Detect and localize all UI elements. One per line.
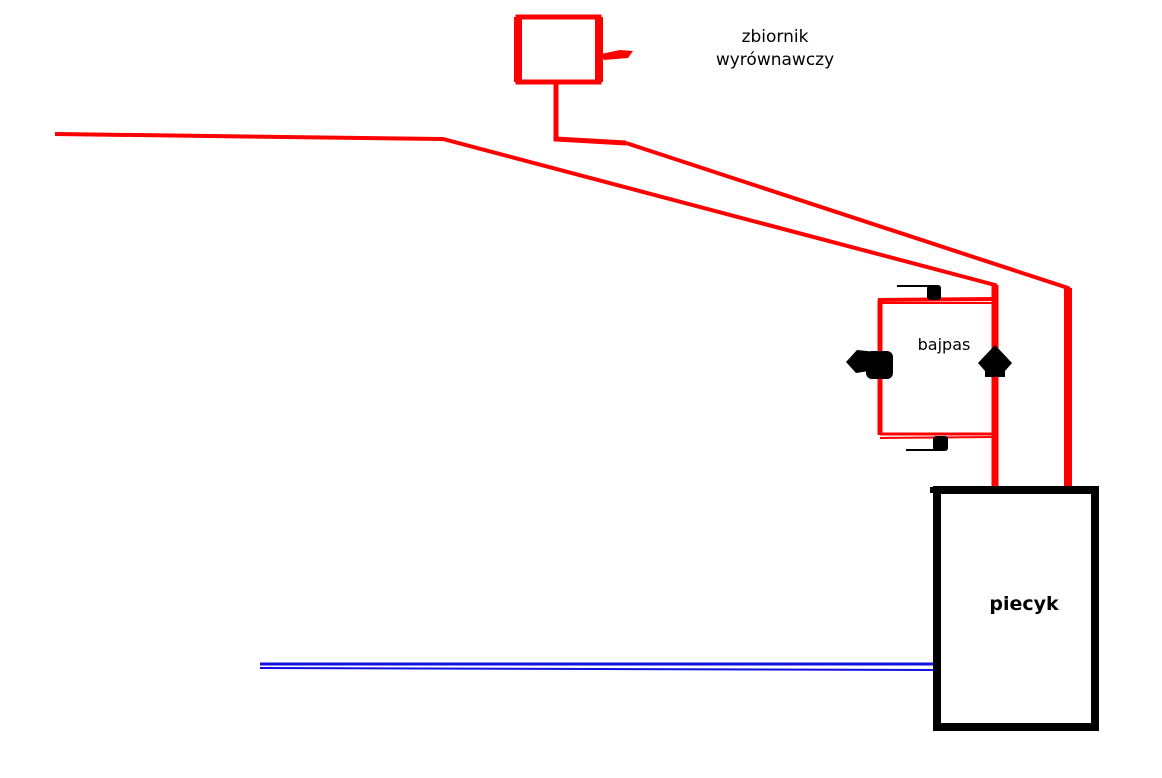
tank-label-line2: wyrównawczy [716,50,834,70]
tank-overflow-nozzle [601,50,633,60]
return-pipe [259,662,936,671]
valve-bottom [906,436,948,451]
tank-connection-pipe [553,83,627,146]
pump-left [846,350,893,379]
supply-pipe [54,132,997,487]
check-valve-right [978,345,1012,377]
valve-top [897,285,941,300]
expansion-tank [514,14,633,85]
bypass-loop [877,297,996,439]
bypass-label: bajpas [918,335,971,354]
riser-pipe [625,141,1070,487]
stove-label: piecyk [989,593,1059,615]
tank-label-line1: zbiornik [742,27,809,47]
